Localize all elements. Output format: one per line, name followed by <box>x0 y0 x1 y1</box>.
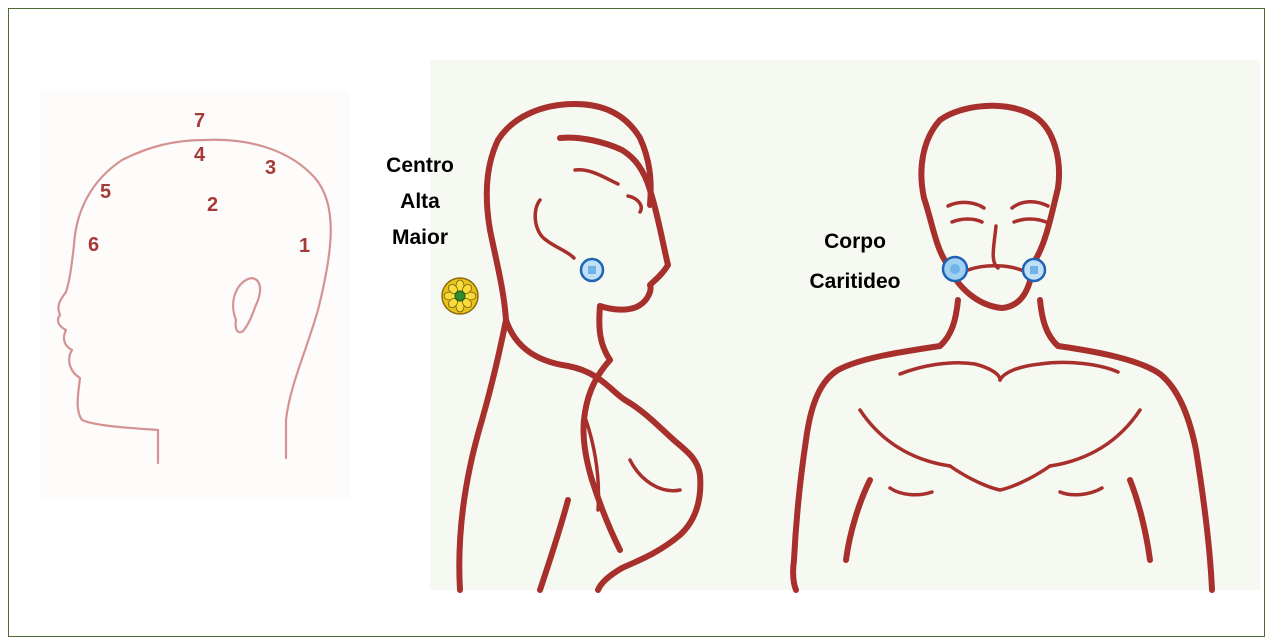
head-point-7: 7 <box>194 111 205 131</box>
yellow-flower-chakra-icon <box>442 278 478 314</box>
corpo-caritideo-label: Corpo Caritideo <box>790 228 920 296</box>
blue-circle-marker-icon <box>1023 259 1045 281</box>
background-wash <box>430 60 1260 590</box>
alta-maior-line-3: Maior <box>360 224 480 252</box>
head-point-3: 3 <box>265 158 276 178</box>
alta-maior-line-2: Alta <box>360 188 480 216</box>
alta-maior-label: Centro Alta Maior <box>360 152 480 252</box>
blue-circle-marker-icon <box>581 259 603 281</box>
corpo-line-2: Caritideo <box>790 268 920 296</box>
alta-maior-line-1: Centro <box>360 152 480 180</box>
head-point-1: 1 <box>299 236 310 256</box>
head-point-4: 4 <box>194 145 205 165</box>
head-point-5: 5 <box>100 182 111 202</box>
head-point-2: 2 <box>207 195 218 215</box>
head-point-6: 6 <box>88 235 99 255</box>
blue-circle-marker-icon <box>943 257 967 281</box>
corpo-line-1: Corpo <box>790 228 920 256</box>
